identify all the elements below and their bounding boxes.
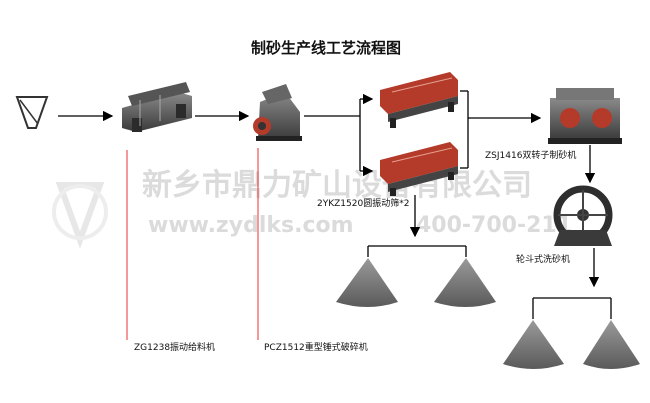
label-sand-maker: ZSJ1416双转子制砂机 <box>485 149 576 161</box>
flow-arrows <box>58 90 612 319</box>
sand-pile-icon-4 <box>583 320 640 369</box>
watermark-phone: 400-700-211 <box>416 213 572 238</box>
logo-icon <box>52 182 108 249</box>
leader-lines <box>126 148 259 340</box>
wheel-washer-icon <box>553 185 613 246</box>
label-crusher: PCZ1512重型锤式破碎机 <box>264 341 368 353</box>
watermark: 新乡市鼎力矿山设备有限公司 www.zydlks.com 400-700-211 <box>52 168 572 249</box>
label-screen: 2YKZ1520圆振动筛*2 <box>317 197 409 209</box>
page-title: 制砂生产线工艺流程图 <box>251 39 401 57</box>
sand-pile-icon-2 <box>434 258 496 307</box>
hammer-crusher-icon <box>253 84 302 141</box>
sand-pile-icon-3 <box>503 320 564 369</box>
vibrating-screen-icon-top <box>380 72 458 128</box>
sand-maker-icon <box>548 88 622 144</box>
watermark-website: www.zydlks.com <box>148 213 354 238</box>
label-washer: 轮斗式洗砂机 <box>516 253 570 265</box>
hopper-icon <box>15 96 49 129</box>
sand-pile-icon-1 <box>336 258 398 307</box>
label-feeder: ZG1238振动给料机 <box>134 341 215 353</box>
watermark-company: 新乡市鼎力矿山设备有限公司 <box>142 168 532 203</box>
vibrating-screen-icon-bottom <box>380 142 458 196</box>
vibrating-feeder-icon <box>122 82 192 132</box>
